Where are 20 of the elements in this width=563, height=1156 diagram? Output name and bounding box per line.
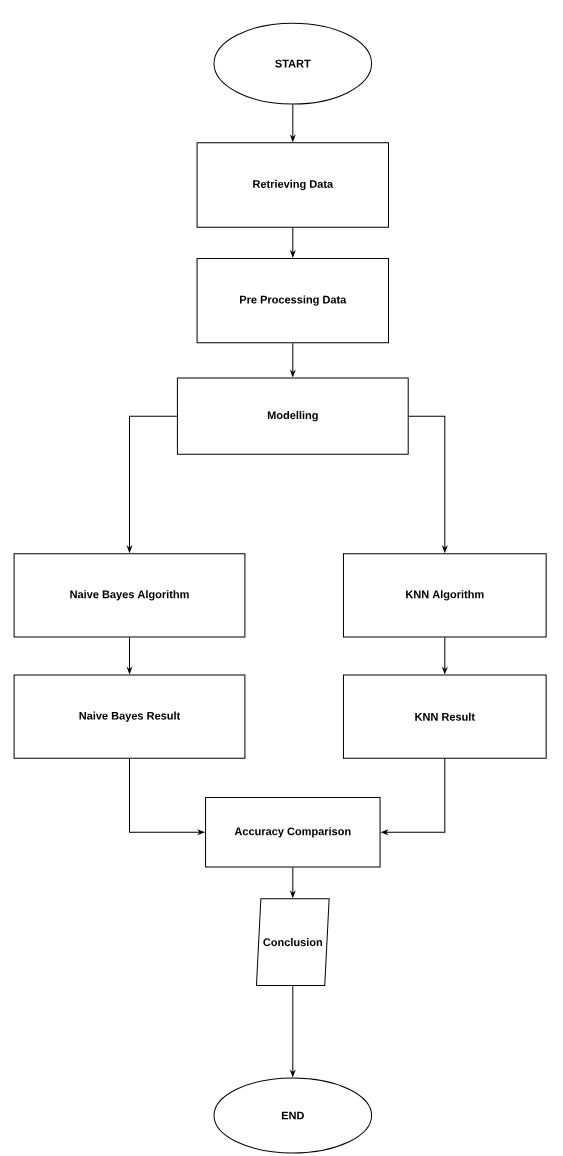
arrow xyxy=(127,415,178,553)
process-box: Retrieving Data xyxy=(196,142,389,228)
process-box: Pre Processing Data xyxy=(196,257,389,344)
arrow xyxy=(290,227,296,257)
arrow xyxy=(290,867,296,898)
arrow xyxy=(408,415,448,553)
data-parallelogram: Conclusion xyxy=(255,898,330,986)
arrow xyxy=(290,342,296,377)
process-box: Naive Bayes Algorithm xyxy=(13,553,246,638)
process-box: KNN Result xyxy=(342,674,547,759)
arrow xyxy=(127,636,132,674)
arrow xyxy=(290,104,296,142)
arrow xyxy=(129,758,205,835)
arrow xyxy=(442,636,448,674)
process-box: Naive Bayes Result xyxy=(13,674,246,759)
arrow xyxy=(381,758,446,835)
process-box: Accuracy Comparison xyxy=(205,797,381,868)
process-box: KNN Algorithm xyxy=(342,553,547,638)
arrow xyxy=(290,985,296,1077)
process-box: Modelling xyxy=(176,377,409,455)
